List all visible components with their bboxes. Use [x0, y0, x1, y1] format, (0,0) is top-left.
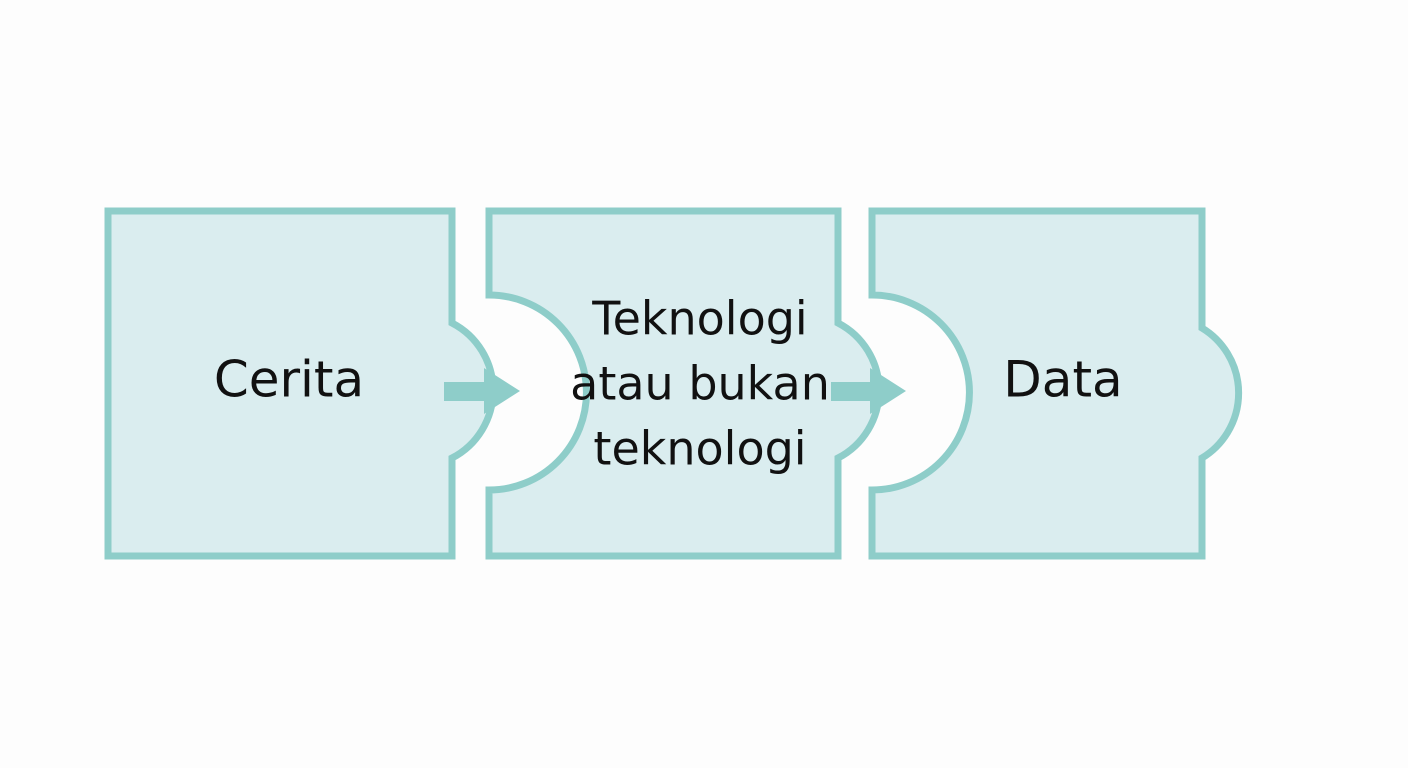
arrow-right-icon	[444, 368, 520, 414]
puzzle-piece-data	[868, 207, 1243, 560]
piece-label-cerita: Cerita	[214, 351, 364, 409]
piece-label-teknologi-line-2: atau bukan	[570, 357, 830, 411]
piece-label-teknologi-line-3: teknologi	[593, 422, 806, 476]
puzzle-piece-data-shape	[868, 207, 1243, 560]
piece-label-data: Data	[1003, 351, 1122, 409]
arrow-right-icon	[831, 368, 906, 414]
puzzle-piece-teknologi	[485, 207, 883, 560]
puzzle-piece-teknologi-shape	[485, 207, 883, 560]
piece-label-teknologi-line-1: Teknologi	[591, 292, 807, 346]
